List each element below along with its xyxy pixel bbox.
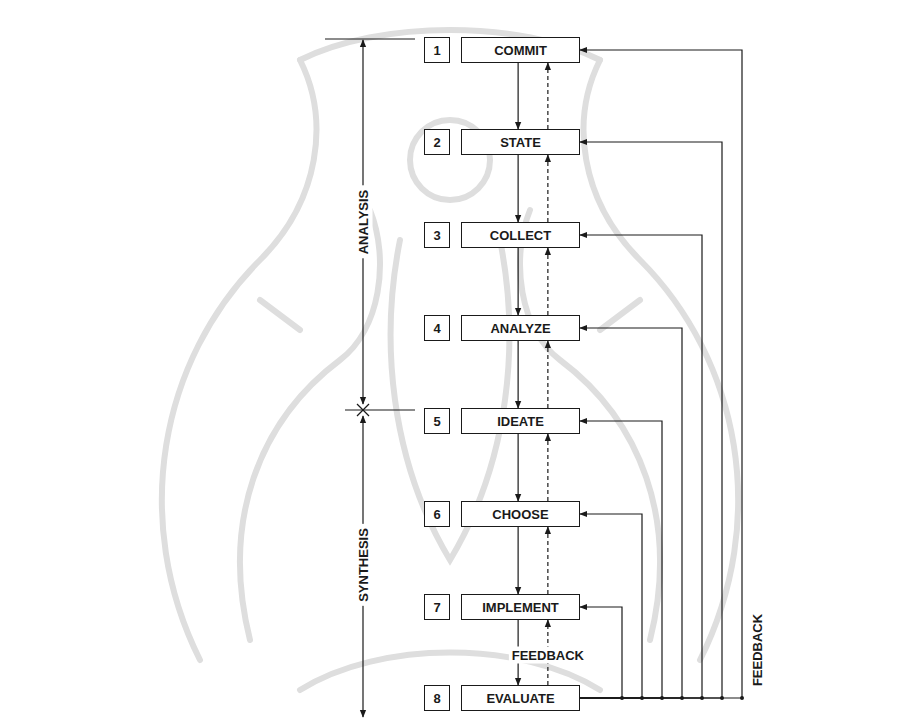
step-text: IMPLEMENT xyxy=(482,600,559,615)
step-text: ANALYZE xyxy=(490,321,550,336)
step-number-box: 8 xyxy=(424,685,450,711)
step-text: 8 xyxy=(433,691,440,706)
step-text: EVALUATE xyxy=(486,691,554,706)
step-text: 7 xyxy=(433,600,440,615)
step-box: ANALYZE xyxy=(461,315,580,341)
bracket-tick xyxy=(325,38,415,39)
return-arrow xyxy=(547,63,548,129)
flow-arrow xyxy=(518,155,519,222)
flow-arrow xyxy=(518,527,519,594)
step-text: 1 xyxy=(433,43,440,58)
step-text: STATE xyxy=(500,135,541,150)
flow-arrow xyxy=(518,248,519,315)
step-text: 5 xyxy=(433,414,440,429)
flow-arrow xyxy=(518,63,519,129)
step-text: IDEATE xyxy=(497,414,544,429)
step-text: 3 xyxy=(433,228,440,243)
phase-label: ANALYSIS xyxy=(354,186,373,259)
feedback-arrow xyxy=(580,235,702,698)
step-box: COLLECT xyxy=(461,222,580,248)
edge-label: FEEDBACK xyxy=(509,646,587,663)
step-number-box: 6 xyxy=(424,501,450,527)
step-text: CHOOSE xyxy=(492,507,548,522)
step-number-box: 3 xyxy=(424,222,450,248)
return-arrow xyxy=(547,155,548,222)
step-box: COMMIT xyxy=(461,37,580,63)
flow-arrow xyxy=(518,434,519,501)
feedback-arrow xyxy=(580,514,642,698)
step-number-box: 4 xyxy=(424,315,450,341)
return-arrow xyxy=(547,248,548,315)
step-text: 6 xyxy=(433,507,440,522)
step-text: 2 xyxy=(433,135,440,150)
return-arrow xyxy=(547,434,548,501)
feedback-arrow xyxy=(580,421,662,698)
watermark-hand xyxy=(260,300,640,330)
step-number-box: 7 xyxy=(424,594,450,620)
feedback-arrow xyxy=(580,50,742,698)
step-box: IDEATE xyxy=(461,408,580,434)
step-box: CHOOSE xyxy=(461,501,580,527)
watermark-flame xyxy=(240,210,380,640)
step-box: IMPLEMENT xyxy=(461,594,580,620)
flow-arrow xyxy=(518,341,519,408)
step-text: 4 xyxy=(433,321,440,336)
step-box: STATE xyxy=(461,129,580,155)
step-number-box: 2 xyxy=(424,129,450,155)
feedback-arrow xyxy=(580,142,722,698)
step-text: COLLECT xyxy=(490,228,551,243)
feedback-label: FEEDBACK xyxy=(748,610,767,690)
step-text: COMMIT xyxy=(494,43,547,58)
cross-mark xyxy=(357,404,369,416)
bracket-tick xyxy=(345,409,415,410)
return-arrow xyxy=(547,341,548,408)
phase-label: SYNTHESIS xyxy=(354,524,373,606)
step-box: EVALUATE xyxy=(461,685,580,711)
feedback-arrow xyxy=(580,328,682,698)
step-number-box: 5 xyxy=(424,408,450,434)
step-number-box: 1 xyxy=(424,37,450,63)
return-arrow xyxy=(547,527,548,594)
